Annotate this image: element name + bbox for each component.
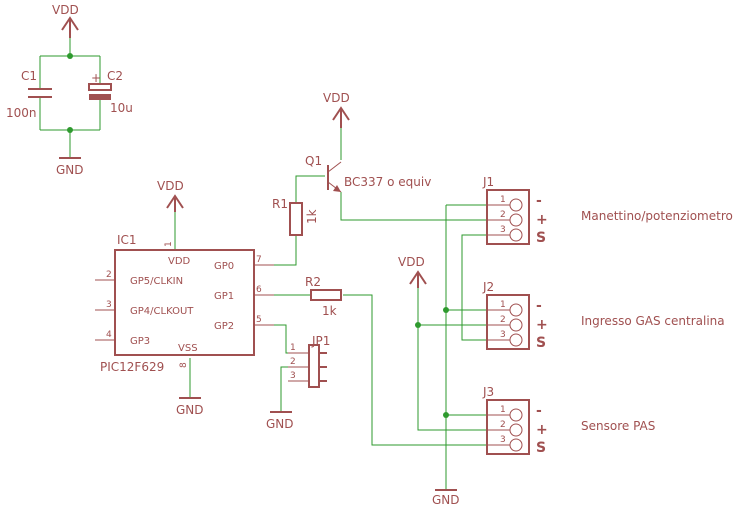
svg-text:7: 7 <box>256 255 262 265</box>
svg-text:1: 1 <box>164 241 174 247</box>
svg-text:GP5/CLKIN: GP5/CLKIN <box>130 276 183 287</box>
svg-text:J2: J2 <box>482 280 494 294</box>
svg-text:R1: R1 <box>272 197 288 211</box>
svg-text:C1: C1 <box>21 69 37 83</box>
svg-text:VDD: VDD <box>157 179 184 193</box>
vdd-symbol: VDD <box>398 255 427 288</box>
svg-text:R2: R2 <box>305 275 321 289</box>
gnd-symbol: GND <box>176 397 204 417</box>
svg-text:1k: 1k <box>305 209 319 224</box>
svg-text:Ingresso GAS centralina: Ingresso GAS centralina <box>581 314 725 328</box>
svg-text:+: + <box>91 71 101 85</box>
gnd-symbol: GND <box>266 411 294 431</box>
svg-text:S: S <box>536 230 546 246</box>
svg-text:3: 3 <box>500 330 506 340</box>
ic-pic12f629: IC1 PIC12F629 VDD GP5/CLKIN GP4/CLKOUT G… <box>95 233 274 374</box>
capacitor-c1: C1 100n <box>6 69 52 120</box>
vdd-symbol: VDD <box>157 179 184 212</box>
svg-text:-: - <box>536 403 542 419</box>
svg-text:1: 1 <box>290 343 296 353</box>
capacitor-c2: + C2 10u <box>88 69 133 115</box>
svg-text:6: 6 <box>256 285 262 295</box>
svg-text:2: 2 <box>500 315 506 325</box>
svg-text:3: 3 <box>290 371 296 381</box>
svg-text:10u: 10u <box>110 101 133 115</box>
gnd-symbol: GND <box>56 157 84 177</box>
svg-text:GND: GND <box>266 417 294 431</box>
svg-text:S: S <box>536 440 546 456</box>
svg-text:GP0: GP0 <box>214 261 234 272</box>
svg-text:3: 3 <box>106 300 112 310</box>
svg-text:-: - <box>536 193 542 209</box>
svg-text:VDD: VDD <box>168 256 191 267</box>
svg-text:VDD: VDD <box>398 255 425 269</box>
vdd-symbol: VDD <box>323 91 350 128</box>
svg-text:-: - <box>536 298 542 314</box>
svg-text:1: 1 <box>500 405 506 415</box>
vdd-symbol: VDD <box>52 3 79 38</box>
connector-j3: J3 1 2 3 - + S Sensore PAS <box>482 385 655 456</box>
svg-text:GND: GND <box>176 403 204 417</box>
svg-text:+: + <box>536 317 548 333</box>
svg-text:J3: J3 <box>482 385 494 399</box>
svg-text:2: 2 <box>106 270 112 280</box>
svg-text:GP1: GP1 <box>214 291 234 302</box>
svg-text:JP1: JP1 <box>311 334 330 348</box>
transistor-q1: Q1 BC337 o equiv <box>305 154 431 193</box>
svg-text:2: 2 <box>500 210 506 220</box>
svg-text:+: + <box>536 212 548 228</box>
connector-j2: J2 1 2 3 - + S Ingresso GAS centralina <box>482 280 725 351</box>
svg-text:GND: GND <box>56 163 84 177</box>
svg-text:Sensore PAS: Sensore PAS <box>581 419 655 433</box>
svg-text:4: 4 <box>106 330 112 340</box>
svg-text:1k: 1k <box>322 304 337 318</box>
svg-text:+: + <box>536 422 548 438</box>
resistor-r1: R1 1k <box>272 197 319 236</box>
svg-text:100n: 100n <box>6 106 37 120</box>
junctions <box>67 53 449 418</box>
svg-text:GP3: GP3 <box>130 336 150 347</box>
svg-text:5: 5 <box>256 315 262 325</box>
svg-text:Q1: Q1 <box>305 154 322 168</box>
svg-text:GP2: GP2 <box>214 321 234 332</box>
gnd-symbol: GND <box>432 489 460 507</box>
svg-text:1: 1 <box>500 300 506 310</box>
svg-text:S: S <box>536 335 546 351</box>
connector-j1: J1 1 2 3 - + S Manettino/potenziometro <box>482 175 733 246</box>
svg-text:VSS: VSS <box>178 343 198 354</box>
wires <box>39 38 487 490</box>
svg-text:GND: GND <box>432 493 460 507</box>
svg-text:1: 1 <box>500 195 506 205</box>
resistor-r2: R2 1k <box>305 275 342 318</box>
svg-text:Manettino/potenziometro: Manettino/potenziometro <box>581 209 733 223</box>
svg-text:BC337 o equiv: BC337 o equiv <box>344 175 431 189</box>
jumper-jp1: JP1 1 2 3 <box>288 334 330 388</box>
svg-text:PIC12F629: PIC12F629 <box>100 360 164 374</box>
svg-text:IC1: IC1 <box>117 233 137 247</box>
svg-text:VDD: VDD <box>52 3 79 17</box>
svg-text:C2: C2 <box>107 69 123 83</box>
svg-text:VDD: VDD <box>323 91 350 105</box>
svg-text:J1: J1 <box>482 175 494 189</box>
svg-text:GP4/CLKOUT: GP4/CLKOUT <box>130 306 194 317</box>
svg-text:3: 3 <box>500 435 506 445</box>
svg-text:3: 3 <box>500 225 506 235</box>
svg-text:2: 2 <box>500 420 506 430</box>
svg-text:2: 2 <box>290 357 296 367</box>
svg-text:8: 8 <box>179 362 189 368</box>
